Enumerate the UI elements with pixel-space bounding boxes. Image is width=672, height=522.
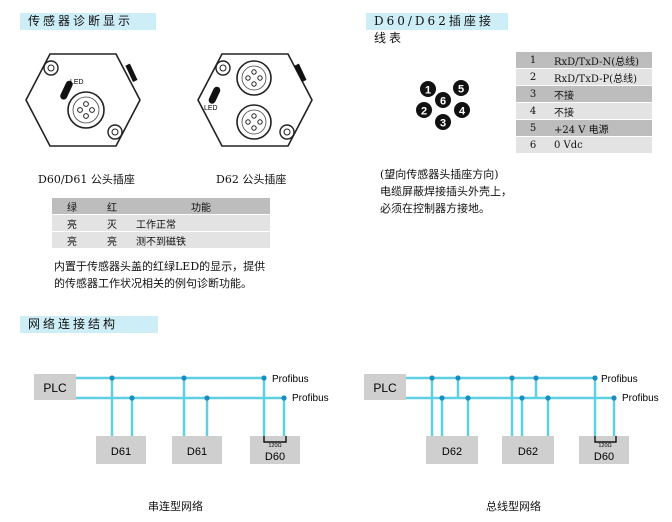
serial-network-caption: 串连型网络 — [148, 500, 203, 513]
pin-number: 5 — [516, 119, 550, 137]
connector-d62-drawing: LED — [197, 53, 313, 147]
pin-number: 2 — [516, 68, 550, 86]
pin-note: (望向传感器头插座方向) 电缆屏蔽焊接插头外壳上， 必须在控制器方接地。 — [380, 166, 512, 217]
pin-label: 6 — [440, 96, 446, 108]
device-label: D61 — [111, 446, 131, 458]
terminator-label: 120Ω — [598, 443, 611, 449]
pin-label: 2 — [421, 106, 427, 118]
diagnostics-section-title: 传感器诊断显示 — [20, 13, 156, 30]
device-box — [579, 436, 629, 464]
pin-note-line: 必须在控制器方接地。 — [380, 202, 490, 215]
header-function: 功能 — [132, 198, 270, 215]
pin-number: 6 — [516, 136, 550, 154]
header-red: 红 — [92, 198, 132, 215]
pin-label: 3 — [440, 118, 446, 130]
pin-number: 4 — [516, 102, 550, 120]
led-note-line: 的传感器工作状况相关的例句诊断功能。 — [54, 277, 252, 290]
connector-d60-drawing: LED — [25, 53, 141, 147]
profibus-label: Profibus — [622, 393, 659, 404]
led-label: LED — [70, 79, 84, 86]
bus-network-diagram: PLC Profibus Profibus D62 D62 D60 120Ω — [364, 374, 659, 464]
serial-network-diagram: PLC Profibus Profibus D61 D61 D60 120Ω — [34, 374, 329, 464]
pin-label: 4 — [459, 106, 466, 118]
device-box — [502, 436, 554, 464]
led-status-table: 绿 红 功能 亮 灭 工作正常 亮 亮 测不到磁铁 — [52, 198, 270, 249]
table-row: 亮 亮 测不到磁铁 — [52, 231, 270, 249]
plc-box — [34, 374, 76, 400]
pin-note-line: 电缆屏蔽焊接插头外壳上， — [380, 185, 512, 198]
table-row: 亮 灭 工作正常 — [52, 214, 270, 232]
table-cell: 亮 — [52, 214, 92, 232]
table-cell: 工作正常 — [132, 214, 270, 232]
device-box — [250, 436, 300, 464]
pin-function: 不接 — [550, 85, 652, 103]
table-cell: 测不到磁铁 — [132, 231, 270, 249]
pinout-section-title: D60/D62插座接线表 — [366, 13, 508, 45]
led-table-header: 绿 红 功能 — [52, 198, 270, 215]
profibus-label: Profibus — [272, 374, 309, 385]
pin-function: 不接 — [550, 102, 652, 120]
pin-number: 3 — [516, 85, 550, 103]
terminator-label: 120Ω — [268, 443, 281, 449]
device-box — [172, 436, 222, 464]
pin-function: +24 V 电源 — [550, 119, 652, 137]
device-label: D60 — [265, 451, 285, 463]
connector-d60-caption: D60/D61 公头插座 — [38, 173, 135, 186]
bus-network-caption: 总线型网络 — [486, 500, 541, 513]
pin-function: 0 Vdc — [550, 136, 652, 154]
table-cell: 灭 — [92, 214, 132, 232]
profibus-label: Profibus — [292, 393, 329, 404]
network-section-title: 网络连接结构 — [20, 316, 158, 333]
led-note: 内置于传感器头盖的红绿LED的显示，提供 的传感器工作状况相关的例句诊断功能。 — [54, 258, 265, 292]
table-row: 3 不接 — [516, 85, 652, 103]
pin-label: 1 — [425, 85, 431, 97]
pin-assignment-table: 1 RxD/TxD-N(总线) 2 RxD/TxD-P(总线) 3 不接 4 不… — [516, 52, 652, 154]
pin-layout-diagram: 1 2 3 4 5 6 — [416, 80, 470, 130]
table-row: 1 RxD/TxD-N(总线) — [516, 52, 652, 69]
table-row: 6 0 Vdc — [516, 136, 652, 154]
pin-label: 5 — [458, 84, 464, 96]
pin-number: 1 — [516, 52, 550, 69]
header-green: 绿 — [52, 198, 92, 215]
device-box — [426, 436, 478, 464]
device-label: D62 — [442, 446, 462, 458]
connector-d62-caption: D62 公头插座 — [216, 173, 287, 186]
plc-box — [364, 374, 406, 400]
table-row: 4 不接 — [516, 102, 652, 120]
pin-note-line: (望向传感器头插座方向) — [380, 168, 499, 181]
table-cell: 亮 — [92, 231, 132, 249]
pin-function: RxD/TxD-N(总线) — [550, 52, 652, 69]
plc-label: PLC — [373, 381, 397, 395]
device-box — [96, 436, 146, 464]
led-note-line: 内置于传感器头盖的红绿LED的显示，提供 — [54, 260, 266, 273]
device-label: D62 — [518, 446, 538, 458]
led-label: LED — [204, 105, 218, 112]
table-cell: 亮 — [52, 231, 92, 249]
device-label: D61 — [187, 446, 207, 458]
table-row: 2 RxD/TxD-P(总线) — [516, 68, 652, 86]
pin-function: RxD/TxD-P(总线) — [550, 68, 652, 86]
table-row: 5 +24 V 电源 — [516, 119, 652, 137]
device-label: D60 — [594, 451, 614, 463]
plc-label: PLC — [43, 381, 67, 395]
profibus-label: Profibus — [601, 374, 638, 385]
